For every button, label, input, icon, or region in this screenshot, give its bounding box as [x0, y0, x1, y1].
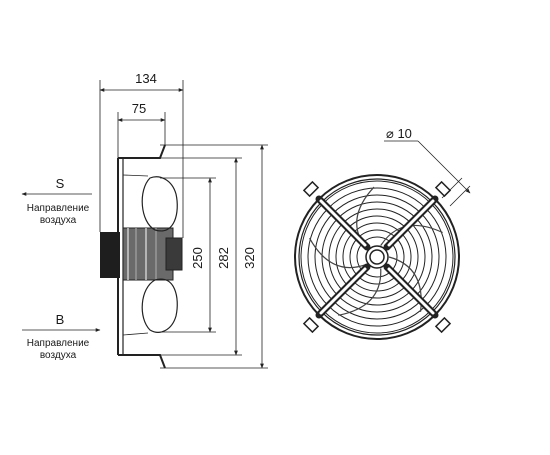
- motor-back-block: [100, 232, 120, 278]
- hub-inner: [369, 249, 385, 265]
- svg-text:Направление: Направление: [27, 203, 90, 214]
- svg-text:Направление: Направление: [27, 338, 90, 349]
- front-view: [294, 174, 460, 340]
- hole-diameter-label: ⌀ 10: [386, 126, 412, 141]
- dim-frame-size: 320: [242, 144, 264, 369]
- blade-upper: [141, 176, 178, 232]
- svg-text:воздуха: воздуха: [40, 350, 77, 361]
- dim-blade-span: 250: [190, 177, 212, 333]
- guard-outer-ring: [294, 174, 460, 340]
- dim-overall-depth-label: 134: [135, 71, 157, 86]
- dim-overall-depth: 134: [99, 71, 184, 238]
- airflow-suction: S Направление воздуха: [21, 176, 92, 226]
- airflow-blowing: B Направление воздуха: [22, 312, 101, 361]
- dim-mount-spacing-label: 282: [216, 247, 231, 269]
- dim-motor-depth: 75: [117, 101, 166, 158]
- motor-hub: [165, 237, 183, 271]
- motor-body: [122, 227, 174, 281]
- blade-lower: [141, 278, 178, 333]
- hole-diameter-callout: ⌀ 10: [384, 126, 471, 207]
- side-view: [100, 144, 183, 369]
- dim-frame-size-label: 320: [242, 247, 257, 269]
- dim-motor-depth-label: 75: [132, 101, 146, 116]
- dim-blade-span-label: 250: [190, 247, 205, 269]
- airflow-blowing-letter: B: [56, 312, 65, 327]
- airflow-suction-letter: S: [56, 176, 65, 191]
- svg-text:воздуха: воздуха: [40, 215, 77, 226]
- dim-mount-spacing: 282: [216, 157, 238, 356]
